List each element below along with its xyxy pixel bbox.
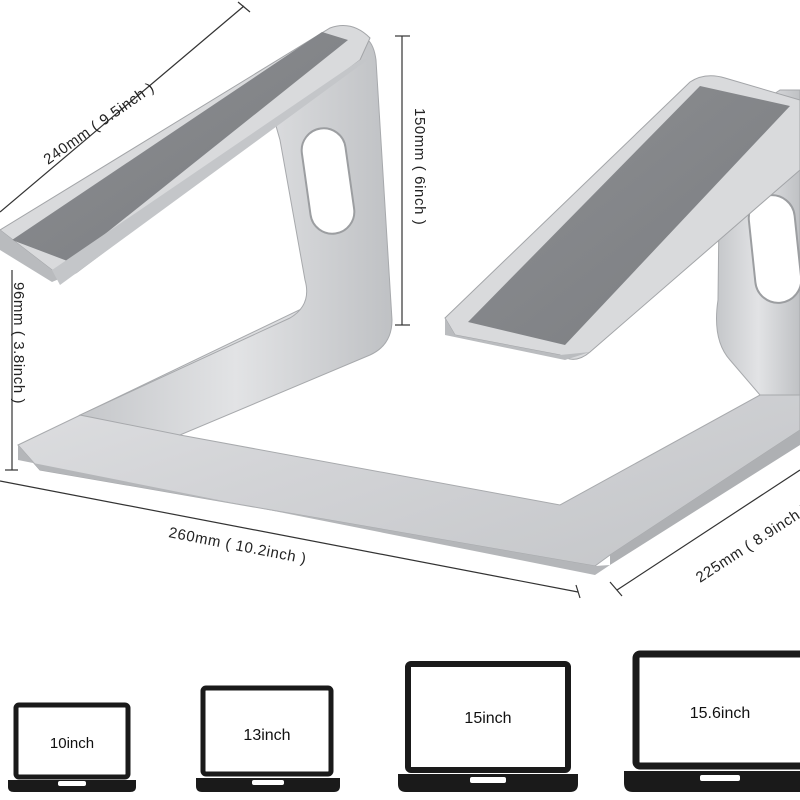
laptop-label-15.6inch: 15.6inch [690, 705, 751, 722]
dimension-lines [0, 1, 800, 599]
laptop-label-13inch: 13inch [243, 727, 290, 744]
stand-right-pad [468, 86, 790, 345]
stand-base-edge [18, 445, 610, 575]
dim-height-back: 150mm ( 6inch ) [411, 108, 428, 225]
laptop-icon-10inch: 10inch [8, 702, 136, 792]
stand-base [17, 299, 800, 567]
dim-depth-base: 225mm ( 8.9inch ) [693, 501, 800, 587]
laptop-icon-15inch: 15inch [398, 661, 578, 792]
laptop-size-row: 10inch 13inch 15inch 15.6inch [8, 650, 800, 792]
stand-left-pad [12, 32, 348, 262]
laptop-label-15inch: 15inch [464, 710, 511, 727]
laptop-icon-15.6inch: 15.6inch [624, 650, 800, 792]
laptop-icon-13inch: 13inch [196, 685, 340, 792]
dim-height-front: 96mm ( 3.8inch ) [10, 282, 27, 404]
dim-width-base: 260mm ( 10.2inch ) [167, 524, 308, 567]
stand-left-slot [300, 127, 356, 235]
stand-illustration [0, 25, 800, 575]
laptop-label-10inch: 10inch [50, 735, 94, 752]
